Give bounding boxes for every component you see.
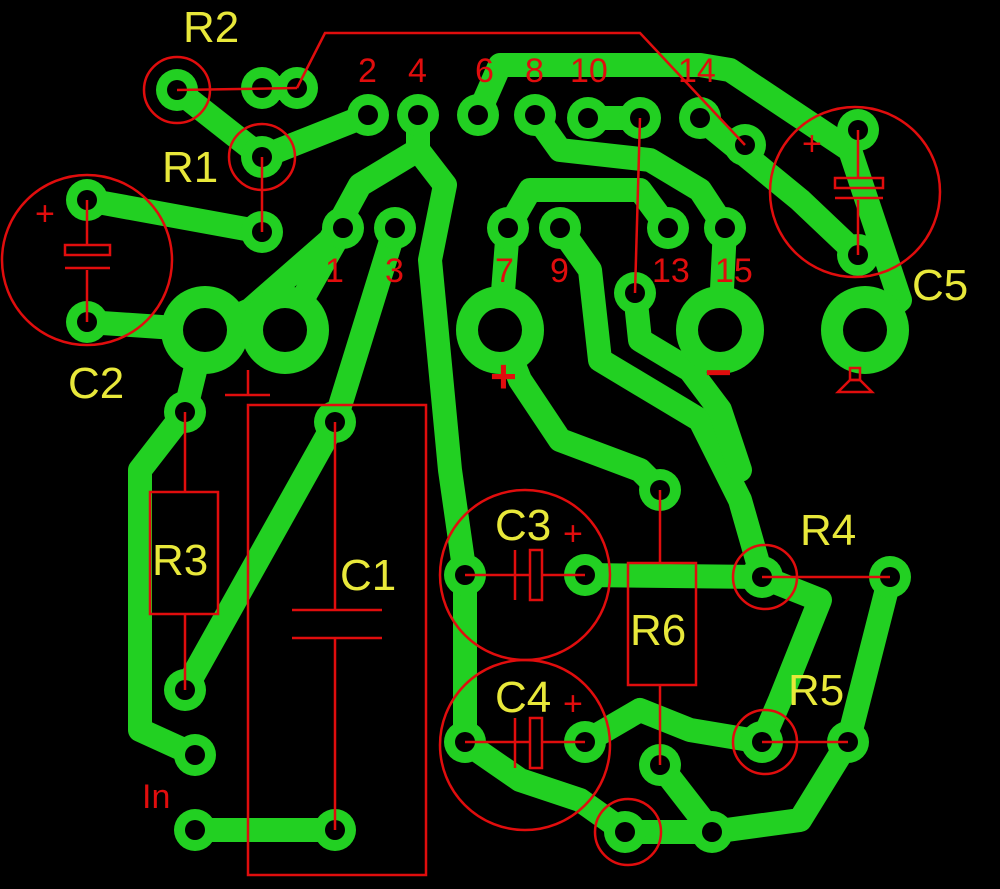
supply-minus-mark: − [705, 346, 732, 398]
label-c2: C2 [68, 359, 124, 408]
pin-label-8: 8 [525, 52, 544, 90]
label-r1: R1 [162, 143, 218, 192]
c5-plus-mark: + [802, 125, 822, 163]
label-c3: C3 [495, 501, 551, 550]
label-r6: R6 [630, 606, 686, 655]
supply-plus-mark: + [490, 350, 517, 402]
drill-hole [843, 308, 887, 352]
pin-label-15: 15 [715, 252, 753, 290]
c3-plus-mark: + [563, 515, 583, 553]
label-c4: C4 [495, 673, 551, 722]
pin-label-4: 4 [408, 52, 427, 90]
drill-hole [385, 218, 405, 238]
c2-plus-mark: + [35, 195, 55, 233]
drill-hole [183, 308, 227, 352]
drill-hole [468, 105, 488, 125]
label-r5: R5 [788, 666, 844, 715]
drill-hole [658, 218, 678, 238]
pin-label-14: 14 [678, 52, 716, 90]
pin-label-10: 10 [570, 52, 608, 90]
silkscreen [0, 31, 942, 877]
drill-hole [702, 822, 722, 842]
drill-hole [615, 822, 635, 842]
label-r3: R3 [152, 536, 208, 585]
label-r4: R4 [800, 506, 856, 555]
drill-hole [578, 108, 598, 128]
label-input: In [142, 778, 170, 816]
pin-label-7: 7 [495, 252, 514, 290]
label-c1: C1 [340, 551, 396, 600]
pin-label-9: 9 [550, 252, 569, 290]
labels: R2 R1 C2 C5 R3 C1 C3 C4 R6 R4 R5 In 2 4 … [35, 3, 968, 816]
drill-hole [263, 308, 307, 352]
pin-label-2: 2 [358, 52, 377, 90]
pin-label-3: 3 [385, 252, 404, 290]
drill-hole [690, 108, 710, 128]
drill-hole [333, 218, 353, 238]
pin-label-1: 1 [325, 252, 344, 290]
drill-hole [550, 218, 570, 238]
drill-hole [498, 218, 518, 238]
pin-label-6: 6 [475, 52, 494, 90]
pin-label-13: 13 [652, 252, 690, 290]
drill-hole [478, 308, 522, 352]
drill-hole [525, 105, 545, 125]
drill-hole [185, 745, 205, 765]
label-c5: C5 [912, 261, 968, 310]
drill-hole [408, 105, 428, 125]
label-r2: R2 [183, 3, 239, 52]
drill-hole [358, 105, 378, 125]
drill-hole [698, 308, 742, 352]
drill-hole [185, 820, 205, 840]
c4-plus-mark: + [563, 685, 583, 723]
drill-hole [715, 218, 735, 238]
